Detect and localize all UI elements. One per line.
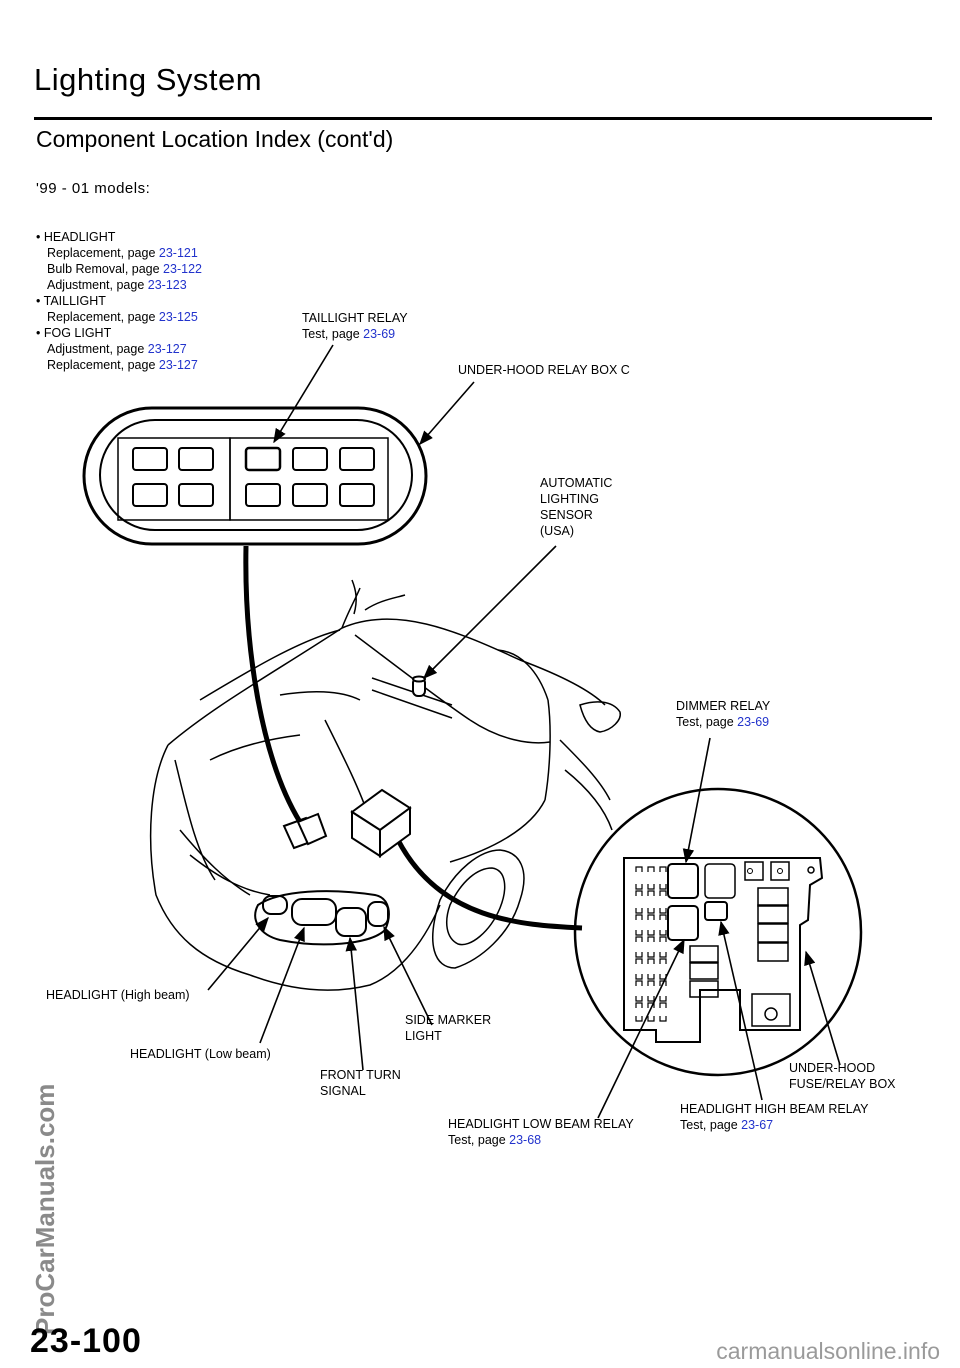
callout-ref[interactable]: Test, page 23-69 xyxy=(676,715,770,729)
index-item[interactable]: Replacement, page 23-127 xyxy=(47,358,198,372)
callout-dimmer-relay: DIMMER RELAY Test, page 23-69 xyxy=(676,699,771,729)
callout-front-turn: FRONT TURN SIGNAL xyxy=(320,1068,401,1098)
callout-headlight-high: HEADLIGHT (High beam) xyxy=(46,988,190,1002)
page-link[interactable]: 23-125 xyxy=(158,310,198,324)
page-link[interactable]: 23-69 xyxy=(737,715,770,729)
fuse-relay-box-detail xyxy=(573,787,863,1077)
page-link[interactable]: 23-127 xyxy=(147,342,187,356)
title-rule xyxy=(34,117,932,120)
light-sensor xyxy=(412,675,426,697)
relay-box-c xyxy=(82,406,428,546)
fuse-box-mount xyxy=(350,788,412,858)
index-item[interactable]: Adjustment, page 23-127 xyxy=(47,342,187,356)
index-item-fog-light: • FOG LIGHT xyxy=(36,326,112,340)
leader-lines xyxy=(207,344,841,1119)
index-item[interactable]: Bulb Removal, page 23-122 xyxy=(47,262,202,276)
callout-side-marker: SIDE MARKER LIGHT xyxy=(405,1013,492,1043)
callout-fuse-relay-box: UNDER-HOOD FUSE/RELAY BOX xyxy=(789,1061,896,1091)
page-link[interactable]: 23-123 xyxy=(147,278,187,292)
index-list: • HEADLIGHT Replacement, page 23-121 Bul… xyxy=(36,229,202,373)
callout-auto-lighting-sensor: AUTOMATIC LIGHTING SENSOR (USA) xyxy=(540,476,613,538)
callout-low-beam-relay: HEADLIGHT LOW BEAM RELAY Test, page 23-6… xyxy=(448,1117,634,1147)
callout-ref[interactable]: Test, page 23-69 xyxy=(302,327,396,341)
headlight-cluster xyxy=(254,890,390,946)
index-item-headlight: • HEADLIGHT xyxy=(36,230,116,244)
page-subtitle: Component Location Index (cont'd) xyxy=(36,126,394,152)
page-link[interactable]: 23-127 xyxy=(158,358,198,372)
index-item[interactable]: Adjustment, page 23-123 xyxy=(47,278,187,292)
index-item[interactable]: Replacement, page 23-121 xyxy=(47,246,198,260)
callout-headlight-low: HEADLIGHT (Low beam) xyxy=(130,1047,271,1061)
page-link[interactable]: 23-68 xyxy=(509,1133,542,1147)
models-label: '99 - 01 models: xyxy=(36,180,151,197)
page-number: 23-100 xyxy=(30,1322,142,1360)
callout-taillight-relay: TAILLIGHT RELAY Test, page 23-69 xyxy=(302,311,408,341)
page-link[interactable]: 23-121 xyxy=(158,246,198,260)
site-footer: carmanualsonline.info xyxy=(716,1338,940,1364)
relay-box-c-mount xyxy=(282,812,328,850)
car-outline xyxy=(149,579,621,991)
watermark: ProCarManuals.com xyxy=(30,1083,60,1335)
page-link[interactable]: 23-122 xyxy=(163,262,202,276)
page-title: Lighting System xyxy=(34,62,263,97)
callout-high-beam-relay: HEADLIGHT HIGH BEAM RELAY Test, page 23-… xyxy=(680,1102,869,1132)
page-link[interactable]: 23-67 xyxy=(741,1118,774,1132)
callout-ref[interactable]: Test, page 23-68 xyxy=(448,1133,542,1147)
index-item[interactable]: Replacement, page 23-125 xyxy=(47,310,198,324)
callout-ref[interactable]: Test, page 23-67 xyxy=(680,1118,774,1132)
page-link[interactable]: 23-69 xyxy=(363,327,396,341)
callout-relay-box-c: UNDER-HOOD RELAY BOX C xyxy=(458,363,630,377)
index-item-taillight: • TAILLIGHT xyxy=(36,294,106,308)
